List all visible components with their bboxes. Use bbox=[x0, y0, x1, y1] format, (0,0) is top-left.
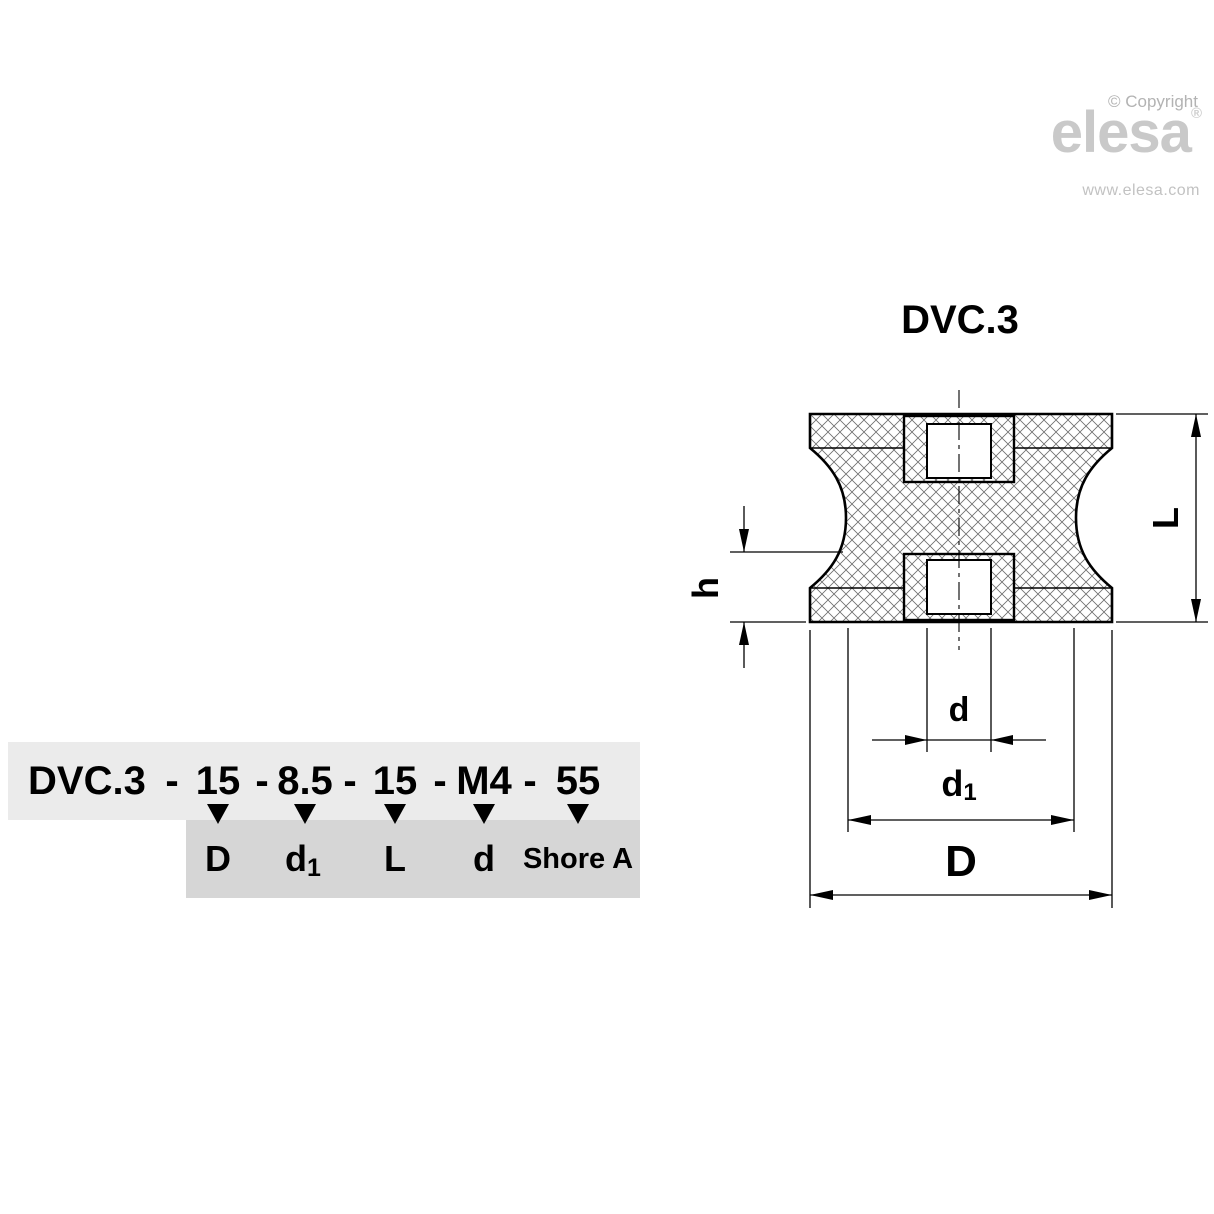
dimension-L bbox=[1116, 413, 1208, 623]
ordering-legend-band bbox=[186, 820, 640, 898]
code-separator: - bbox=[523, 759, 537, 803]
dimension-d bbox=[872, 628, 1046, 752]
elesa-logo-text: elesa bbox=[1050, 100, 1192, 165]
dimension-h bbox=[730, 506, 843, 668]
ordering-label-d: d bbox=[473, 838, 495, 879]
dim-label-d: d bbox=[948, 691, 970, 729]
ordering-value-d1: 8.5 bbox=[277, 759, 333, 803]
damper-body bbox=[808, 412, 1114, 624]
ordering-value-L: 15 bbox=[372, 759, 418, 803]
dimension-d1 bbox=[847, 628, 1075, 832]
dim-label-h: h bbox=[685, 577, 726, 599]
arrow-down-icon bbox=[294, 804, 316, 824]
ordering-series: DVC.3 bbox=[28, 759, 146, 803]
dim-label-D: D bbox=[945, 837, 977, 886]
code-separator: - bbox=[165, 759, 179, 803]
elesa-logo: elesa® bbox=[1051, 104, 1202, 162]
ordering-value-shore: 55 bbox=[555, 759, 601, 803]
ordering-value-D: 15 bbox=[195, 759, 241, 803]
ordering-label-L: L bbox=[384, 838, 406, 879]
ordering-code-band bbox=[8, 742, 640, 820]
ordering-label-d1: d1 bbox=[285, 838, 321, 882]
copyright-text: © Copyright bbox=[1107, 92, 1198, 111]
dim-label-d1: d1 bbox=[941, 763, 977, 806]
drawing-title: DVC.3 bbox=[901, 298, 1019, 342]
code-separator: - bbox=[433, 759, 447, 803]
code-separator: - bbox=[343, 759, 357, 803]
website-url: www.elesa.com bbox=[1082, 182, 1200, 199]
dim-label-L: L bbox=[1145, 507, 1186, 529]
ordering-value-d: M4 bbox=[456, 759, 512, 803]
dimension-D bbox=[809, 630, 1113, 908]
arrow-down-icon bbox=[384, 804, 406, 824]
arrow-down-icon bbox=[473, 804, 495, 824]
ordering-label-D: D bbox=[205, 838, 231, 879]
code-separator: - bbox=[255, 759, 269, 803]
arrow-down-icon bbox=[567, 804, 589, 824]
ordering-label-shore: Shore A bbox=[522, 843, 634, 875]
arrow-down-icon bbox=[207, 804, 229, 824]
registered-trademark-icon: ® bbox=[1190, 105, 1202, 122]
